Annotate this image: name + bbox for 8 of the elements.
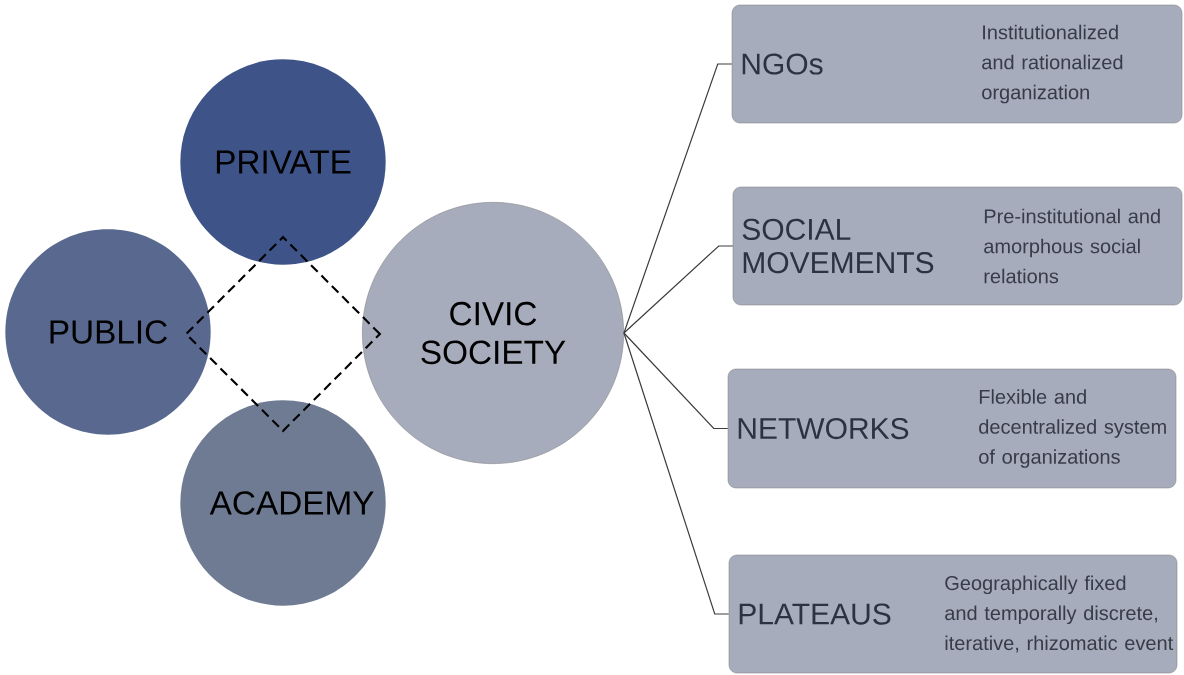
connector-line bbox=[623, 245, 734, 334]
rounded-box: SOCIAL MOVEMENTS Pre-institutional and amorphous social relations bbox=[732, 186, 1183, 306]
rounded-box: NETWORKS Flexible and decentralized system of organizations bbox=[727, 368, 1177, 489]
rounded-box: NGOs Institutionalized and rationalized organization bbox=[731, 4, 1183, 124]
connector-line bbox=[623, 332, 729, 430]
rounded-box: PLATEAUS Geographically fixed and temporally discrete, iterative, rhizomatic event bbox=[728, 554, 1178, 674]
connector-line bbox=[623, 63, 733, 334]
connector-line bbox=[623, 332, 730, 615]
